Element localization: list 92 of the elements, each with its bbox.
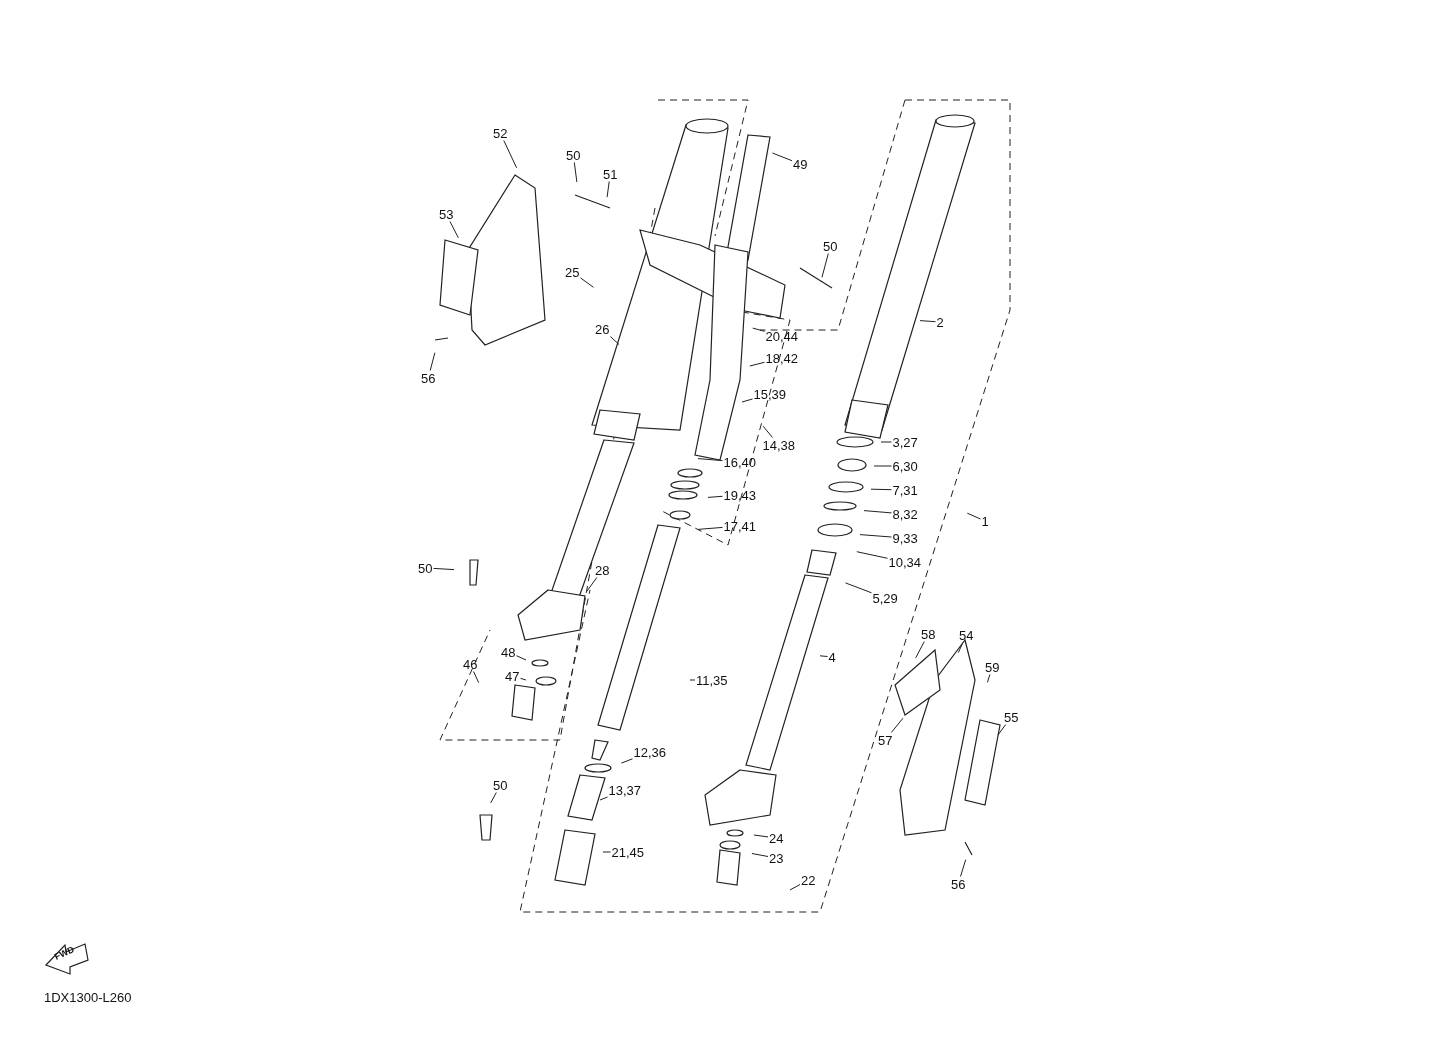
callout-number: 50: [417, 560, 434, 576]
callout-number: 57: [877, 732, 894, 748]
leader-line: [606, 181, 610, 198]
callout-number: 12,36: [632, 744, 668, 760]
leader-line: [520, 677, 527, 681]
leader-line: [503, 140, 518, 169]
callout-number: 4: [827, 649, 837, 665]
leader-line: [599, 796, 608, 801]
callout-number: 53: [438, 206, 455, 222]
leader-line: [762, 425, 773, 438]
leader-line: [960, 859, 967, 877]
callout-number: 18,42: [764, 350, 800, 366]
callout-number: 52: [492, 125, 509, 141]
callout-number: 19,43: [722, 487, 758, 503]
callout-number: 50: [565, 147, 582, 163]
leader-line: [986, 674, 991, 683]
leader-line: [821, 253, 829, 278]
callout-number: 51: [602, 166, 619, 182]
leader-line: [919, 320, 936, 323]
leader-line: [749, 361, 765, 367]
leader-line: [516, 655, 527, 661]
leader-line: [609, 336, 620, 346]
callout-number: 49: [792, 156, 809, 172]
leader-line: [859, 534, 892, 538]
leader-line: [580, 277, 594, 288]
leader-line: [863, 510, 892, 514]
callout-number: 56: [950, 876, 967, 892]
part-diagram-code: 1DX1300-L260: [44, 990, 132, 1005]
callout-number: 20,44: [764, 328, 800, 344]
callout-number: 48: [500, 644, 517, 660]
callout-number: 15,39: [752, 386, 788, 402]
callout-number: 5,29: [871, 590, 899, 606]
leader-line: [819, 655, 828, 657]
leader-line: [433, 567, 455, 571]
callout-number: 50: [822, 238, 839, 254]
leader-line: [771, 152, 793, 162]
leader-line: [789, 884, 801, 891]
callout-number: 6,30: [891, 458, 919, 474]
leader-line: [870, 488, 892, 491]
callout-number: 58: [920, 626, 937, 642]
leader-line: [856, 551, 888, 559]
leader-line: [880, 441, 892, 443]
callout-number: 1: [980, 513, 990, 529]
leader-line: [751, 853, 769, 857]
callout-number: 50: [492, 777, 509, 793]
leader-line: [602, 851, 611, 853]
leader-line: [449, 221, 459, 239]
callout-number: 26: [594, 321, 611, 337]
callout-number: 56: [420, 370, 437, 386]
fwd-icon-text: FWD: [52, 944, 76, 962]
leader-line: [707, 495, 723, 498]
leader-line: [752, 327, 765, 332]
leader-line: [697, 458, 723, 462]
callout-number: 28: [594, 562, 611, 578]
leader-line: [473, 671, 480, 684]
callout-number: 17,41: [722, 518, 758, 534]
leader-line: [753, 834, 769, 838]
callout-number: 46: [462, 656, 479, 672]
leader-line: [429, 352, 436, 371]
callout-number: 8,32: [891, 506, 919, 522]
leader-line: [957, 642, 964, 654]
callout-number: 25: [564, 264, 581, 280]
callout-number: 24: [768, 830, 785, 846]
callout-number: 23: [768, 850, 785, 866]
callout-number: 11,35: [695, 672, 729, 688]
leader-line: [890, 717, 904, 733]
callout-number: 55: [1003, 709, 1020, 725]
callout-number: 16,40: [722, 454, 758, 470]
leader-line: [697, 526, 723, 530]
callout-number: 21,45: [610, 844, 646, 860]
leader-line: [966, 512, 981, 520]
leader-line: [997, 724, 1007, 736]
callout-number: 14,38: [761, 437, 797, 453]
callout-number: 59: [984, 659, 1001, 675]
callout-number: 2: [935, 314, 945, 330]
callout-number: 13,37: [607, 782, 643, 798]
callout-number: 7,31: [891, 482, 919, 498]
leader-line: [873, 465, 892, 467]
callout-number: 47: [504, 668, 521, 684]
leader-line: [620, 758, 633, 764]
leader-line: [689, 679, 696, 681]
leader-line: [490, 792, 497, 804]
leader-line: [845, 582, 872, 594]
callout-number: 10,34: [887, 554, 923, 570]
leader-line: [573, 162, 578, 183]
callout-number: 9,33: [891, 530, 919, 546]
leader-line: [915, 641, 925, 659]
callout-number: 54: [958, 627, 975, 643]
leader-line: [741, 398, 753, 403]
callout-number: 22: [800, 872, 817, 888]
leader-line: [586, 577, 598, 592]
callout-number: 3,27: [891, 434, 919, 450]
